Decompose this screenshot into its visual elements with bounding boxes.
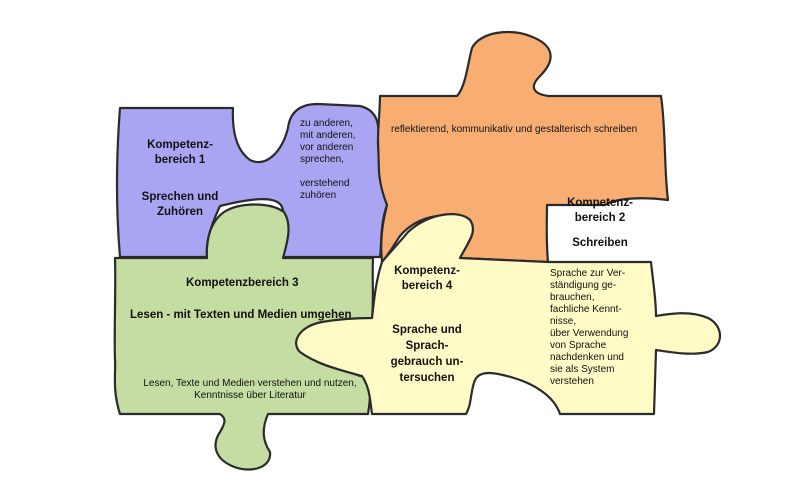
k1-title: Kompetenz- bereich 1 (147, 139, 213, 166)
k4-name: Sprache und Sprach- gebrauch un- tersuch… (390, 324, 464, 384)
k3-description: Lesen, Texte und Medien verstehen und nu… (143, 378, 357, 401)
k2-description: reflektierend, kommunikativ und gestalte… (391, 124, 638, 135)
k2-name: Schreiben (572, 237, 628, 249)
k1-description: zu anderen, mit anderen, vor anderen spr… (300, 118, 356, 201)
k3-name: Lesen - mit Texten und Medien umgehen (130, 309, 352, 321)
k2-title: Kompetenz- bereich 2 (567, 197, 633, 224)
puzzle-piece-k4 (295, 213, 722, 416)
k1-name: Sprechen und Zuhören (141, 191, 219, 218)
k4-description: Sprache zur Ver- ständigung ge- brauchen… (550, 268, 629, 387)
k4-title: Kompetenz- bereich 4 (394, 265, 460, 292)
puzzle-piece-k2 (376, 30, 670, 264)
k3-title: Kompetenzbereich 3 (186, 277, 299, 289)
